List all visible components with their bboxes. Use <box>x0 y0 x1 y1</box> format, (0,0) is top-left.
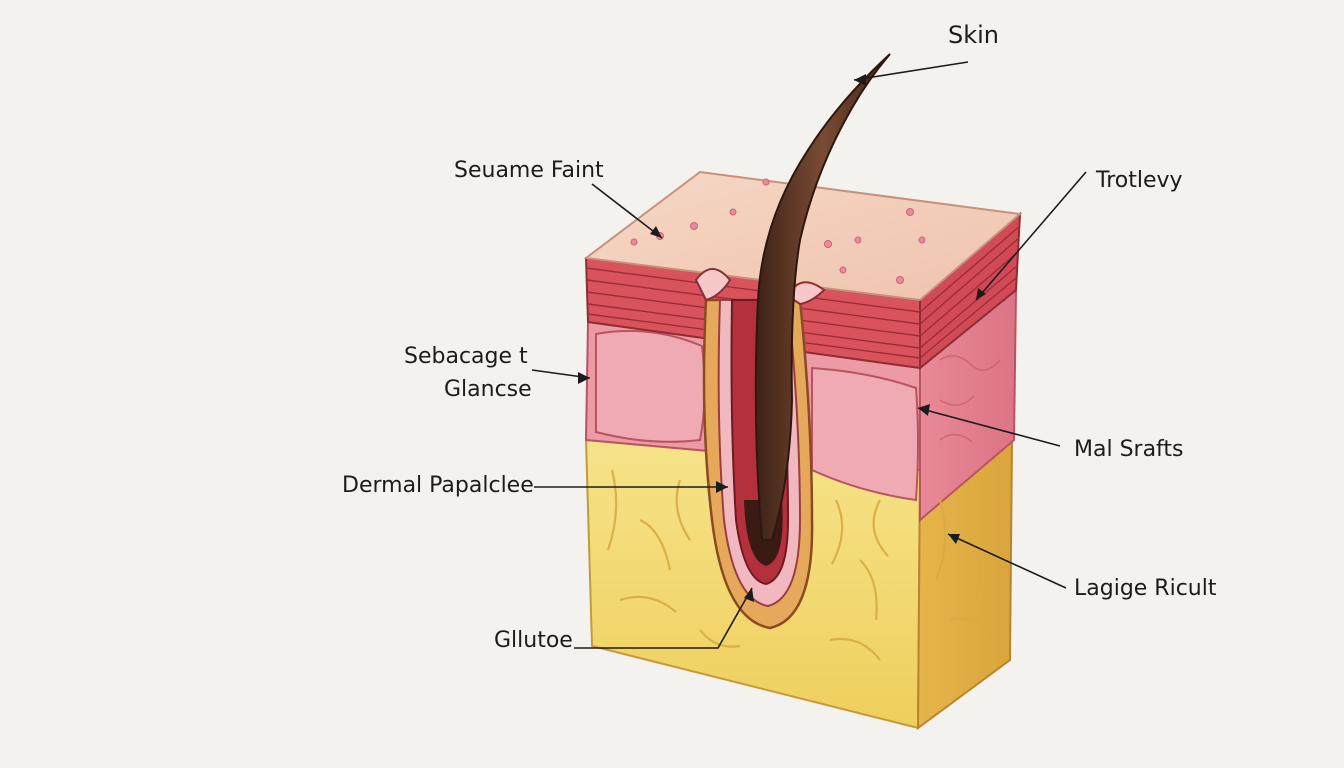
leader-large-reticular <box>947 533 1067 589</box>
label-glutoe: Gllutoe <box>494 628 573 653</box>
leader-trotlevy <box>975 171 1087 301</box>
leader-arrowheads <box>578 74 986 602</box>
epidermis-side-stripes <box>919 225 1021 359</box>
leader-lines <box>531 61 1087 649</box>
leader-skin <box>853 61 969 81</box>
label-sebaceous-faint: Seuame Faint <box>454 158 604 183</box>
label-large-reticular: Lagige Ricult <box>1074 576 1217 601</box>
label-hair-shafts: Mal Srafts <box>1074 437 1184 462</box>
follicle-opening <box>694 268 826 306</box>
leader-glutoe <box>574 587 753 649</box>
label-sebaceous-gland-line2: Glancse <box>444 377 532 402</box>
fat-texture <box>606 469 991 661</box>
label-sebaceous-gland-line1: Sebacage t <box>404 344 528 369</box>
dermis-lobes <box>595 329 919 502</box>
leader-hair-shafts <box>917 407 1061 447</box>
label-trotlevy: Trotlevy <box>1096 168 1183 193</box>
label-dermal-papilla: Dermal Papalclee <box>342 473 534 498</box>
leader-sebaceous-faint <box>591 183 663 239</box>
hair-shaft <box>754 53 891 541</box>
label-skin: Skin <box>948 21 1000 49</box>
